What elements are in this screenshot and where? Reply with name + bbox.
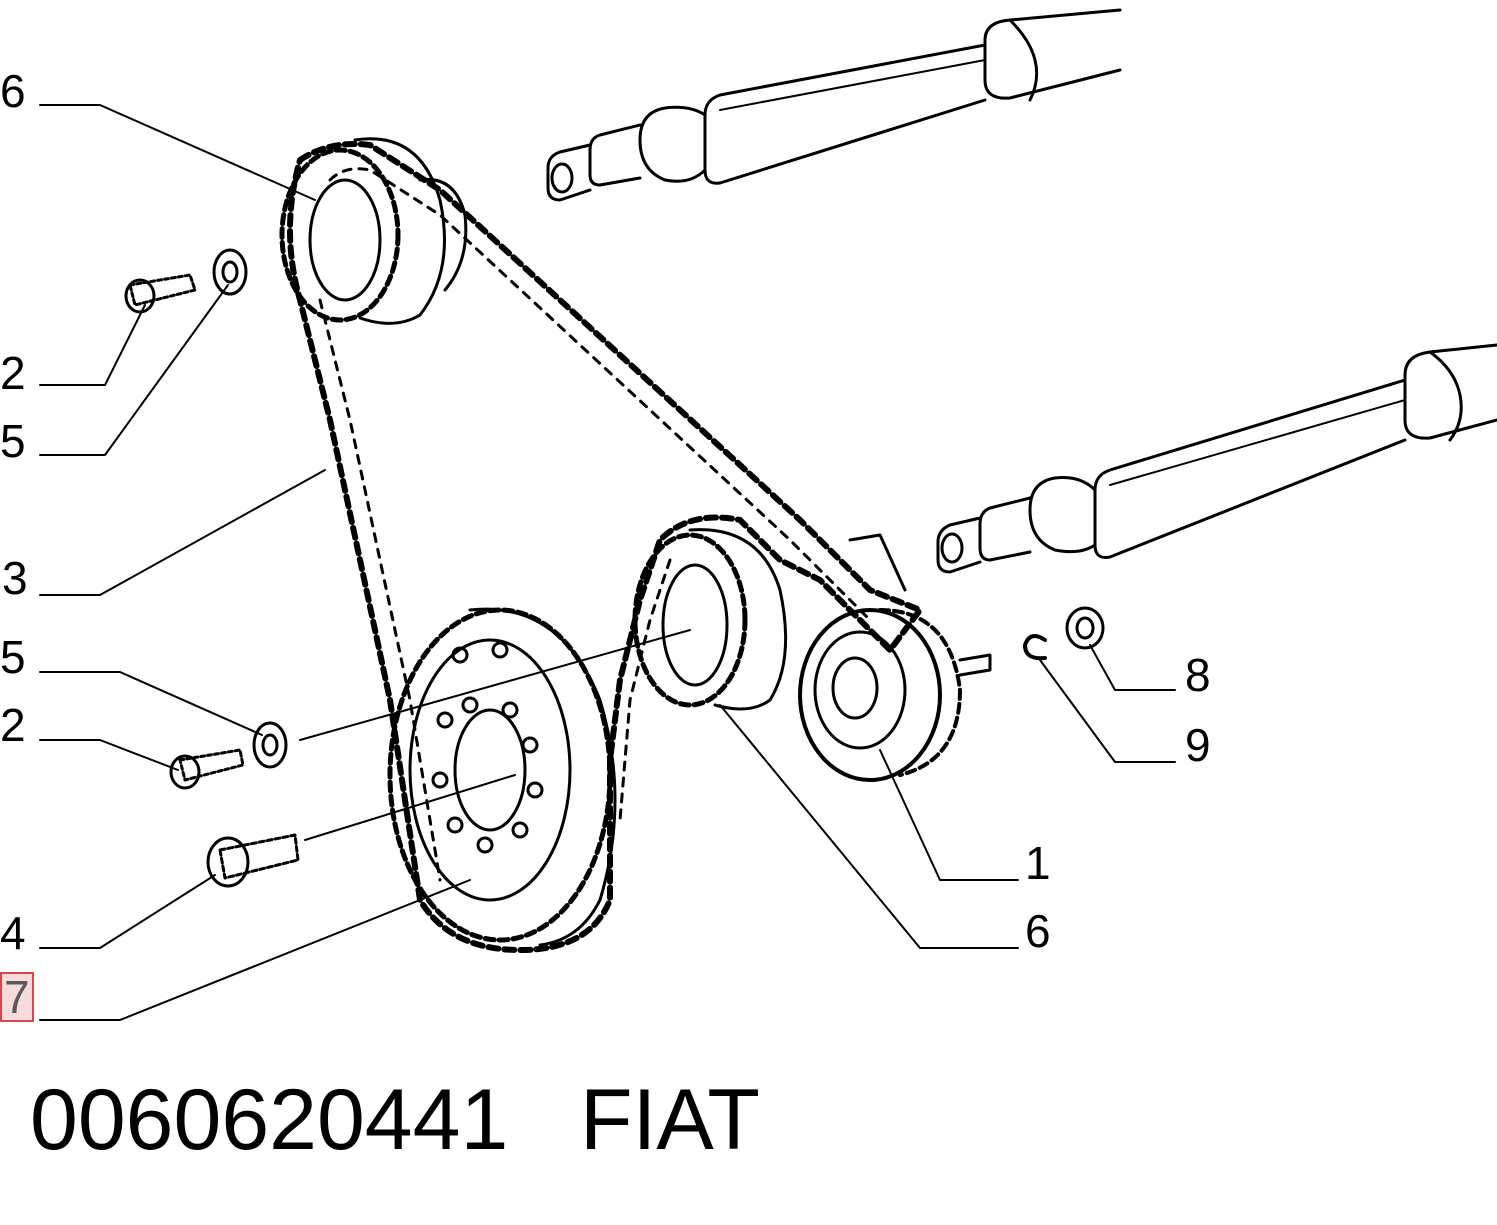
callout-6-lower: 6 [1025,905,1051,957]
callout-1: 1 [1025,837,1051,889]
brand-name: FIAT [579,1072,760,1168]
axis-lines [299,629,691,841]
callout-9: 9 [1185,719,1211,771]
upper-camshaft [546,8,1122,202]
callout-3: 3 [2,552,28,604]
callout-7-highlighted[interactable]: 7 [0,972,34,1022]
lower-camshaft-sprocket [632,528,788,711]
callout-6-upper: 6 [0,65,26,117]
lower-camshaft [936,343,1497,574]
fasteners [124,248,1105,888]
crankshaft-pulley [387,607,617,947]
upper-camshaft-sprocket [279,137,468,325]
leader-lines [39,104,1176,1021]
part-number: 0060620441 [30,1072,509,1168]
callout-8: 8 [1185,649,1211,701]
callout-2-upper: 2 [0,347,26,399]
tensioner-pulley [798,533,992,782]
callout-5-lower: 5 [0,631,26,683]
part-caption: 0060620441 FIAT [30,1072,760,1168]
callout-5-upper: 5 [0,415,26,467]
callout-4: 4 [0,907,26,959]
callout-2-lower: 2 [0,699,26,751]
